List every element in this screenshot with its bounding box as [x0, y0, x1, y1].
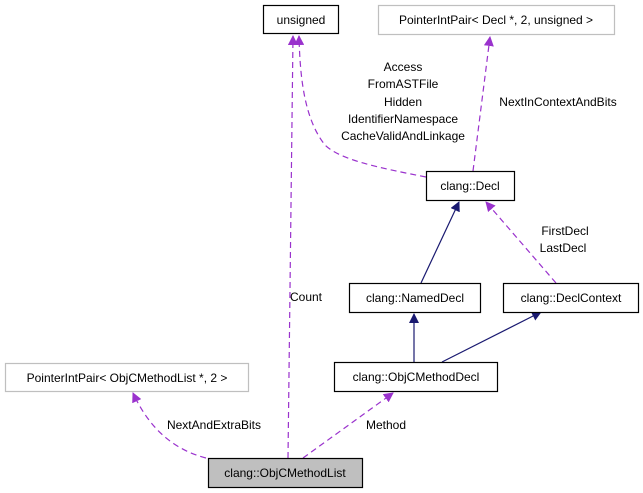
- edge-declcontext-decl: [485, 201, 557, 284]
- node-objc-method-list: clang::ObjCMethodList: [207, 457, 364, 489]
- node-label: unsigned: [277, 13, 326, 27]
- edge-nameddecl-decl: [420, 201, 460, 284]
- edge-label-method: Method: [366, 418, 406, 432]
- edge-label-next-and-extra-bits: NextAndExtraBits: [167, 418, 261, 432]
- edge-objcmethodlist-pointerintpair: [132, 392, 207, 459]
- node-pointerintpair-objcmethodlist: PointerIntPair< ObjCMethodList *, 2 >: [4, 362, 250, 393]
- edge-label: IdentifierNamespace: [348, 112, 458, 126]
- edge-label-next-in-context: NextInContextAndBits: [499, 95, 616, 109]
- edge-objcmethoddecl-declcontext: [441, 311, 542, 363]
- node-label: clang::ObjCMethodDecl: [353, 370, 480, 384]
- node-label: clang::Decl: [440, 179, 499, 193]
- node-label: PointerIntPair< ObjCMethodList *, 2 >: [27, 371, 228, 385]
- edge-decl-pointerintpair: [472, 36, 494, 172]
- node-decl-context[interactable]: clang::DeclContext: [502, 282, 640, 314]
- node-pointerintpair-decl: PointerIntPair< Decl *, 2, unsigned >: [377, 4, 616, 36]
- node-label: clang::ObjCMethodList: [224, 466, 346, 480]
- edge-decl-unsigned: [294, 35, 427, 178]
- edge-label-last-decl: LastDecl: [540, 241, 587, 255]
- edge-label: Hidden: [384, 95, 422, 109]
- edge-objcmethodlist-objcmethoddecl: [302, 392, 394, 459]
- node-decl[interactable]: clang::Decl: [425, 170, 516, 202]
- node-label: clang::NamedDecl: [366, 291, 464, 305]
- edge-label-count: Count: [290, 290, 323, 304]
- edge-label-first-decl: FirstDecl: [541, 224, 588, 238]
- node-label: clang::DeclContext: [521, 291, 622, 305]
- edge-count: [287, 35, 298, 459]
- edge-label: Access: [384, 60, 423, 74]
- node-label: PointerIntPair< Decl *, 2, unsigned >: [399, 13, 593, 27]
- edge-label: FromASTFile: [368, 77, 439, 91]
- edge-label: CacheValidAndLinkage: [341, 129, 465, 143]
- node-objc-method-decl[interactable]: clang::ObjCMethodDecl: [333, 361, 499, 393]
- node-unsigned[interactable]: unsigned: [262, 4, 340, 35]
- node-named-decl[interactable]: clang::NamedDecl: [348, 282, 482, 314]
- decl-unsigned-labels: Access FromASTFile Hidden IdentifierName…: [341, 60, 465, 143]
